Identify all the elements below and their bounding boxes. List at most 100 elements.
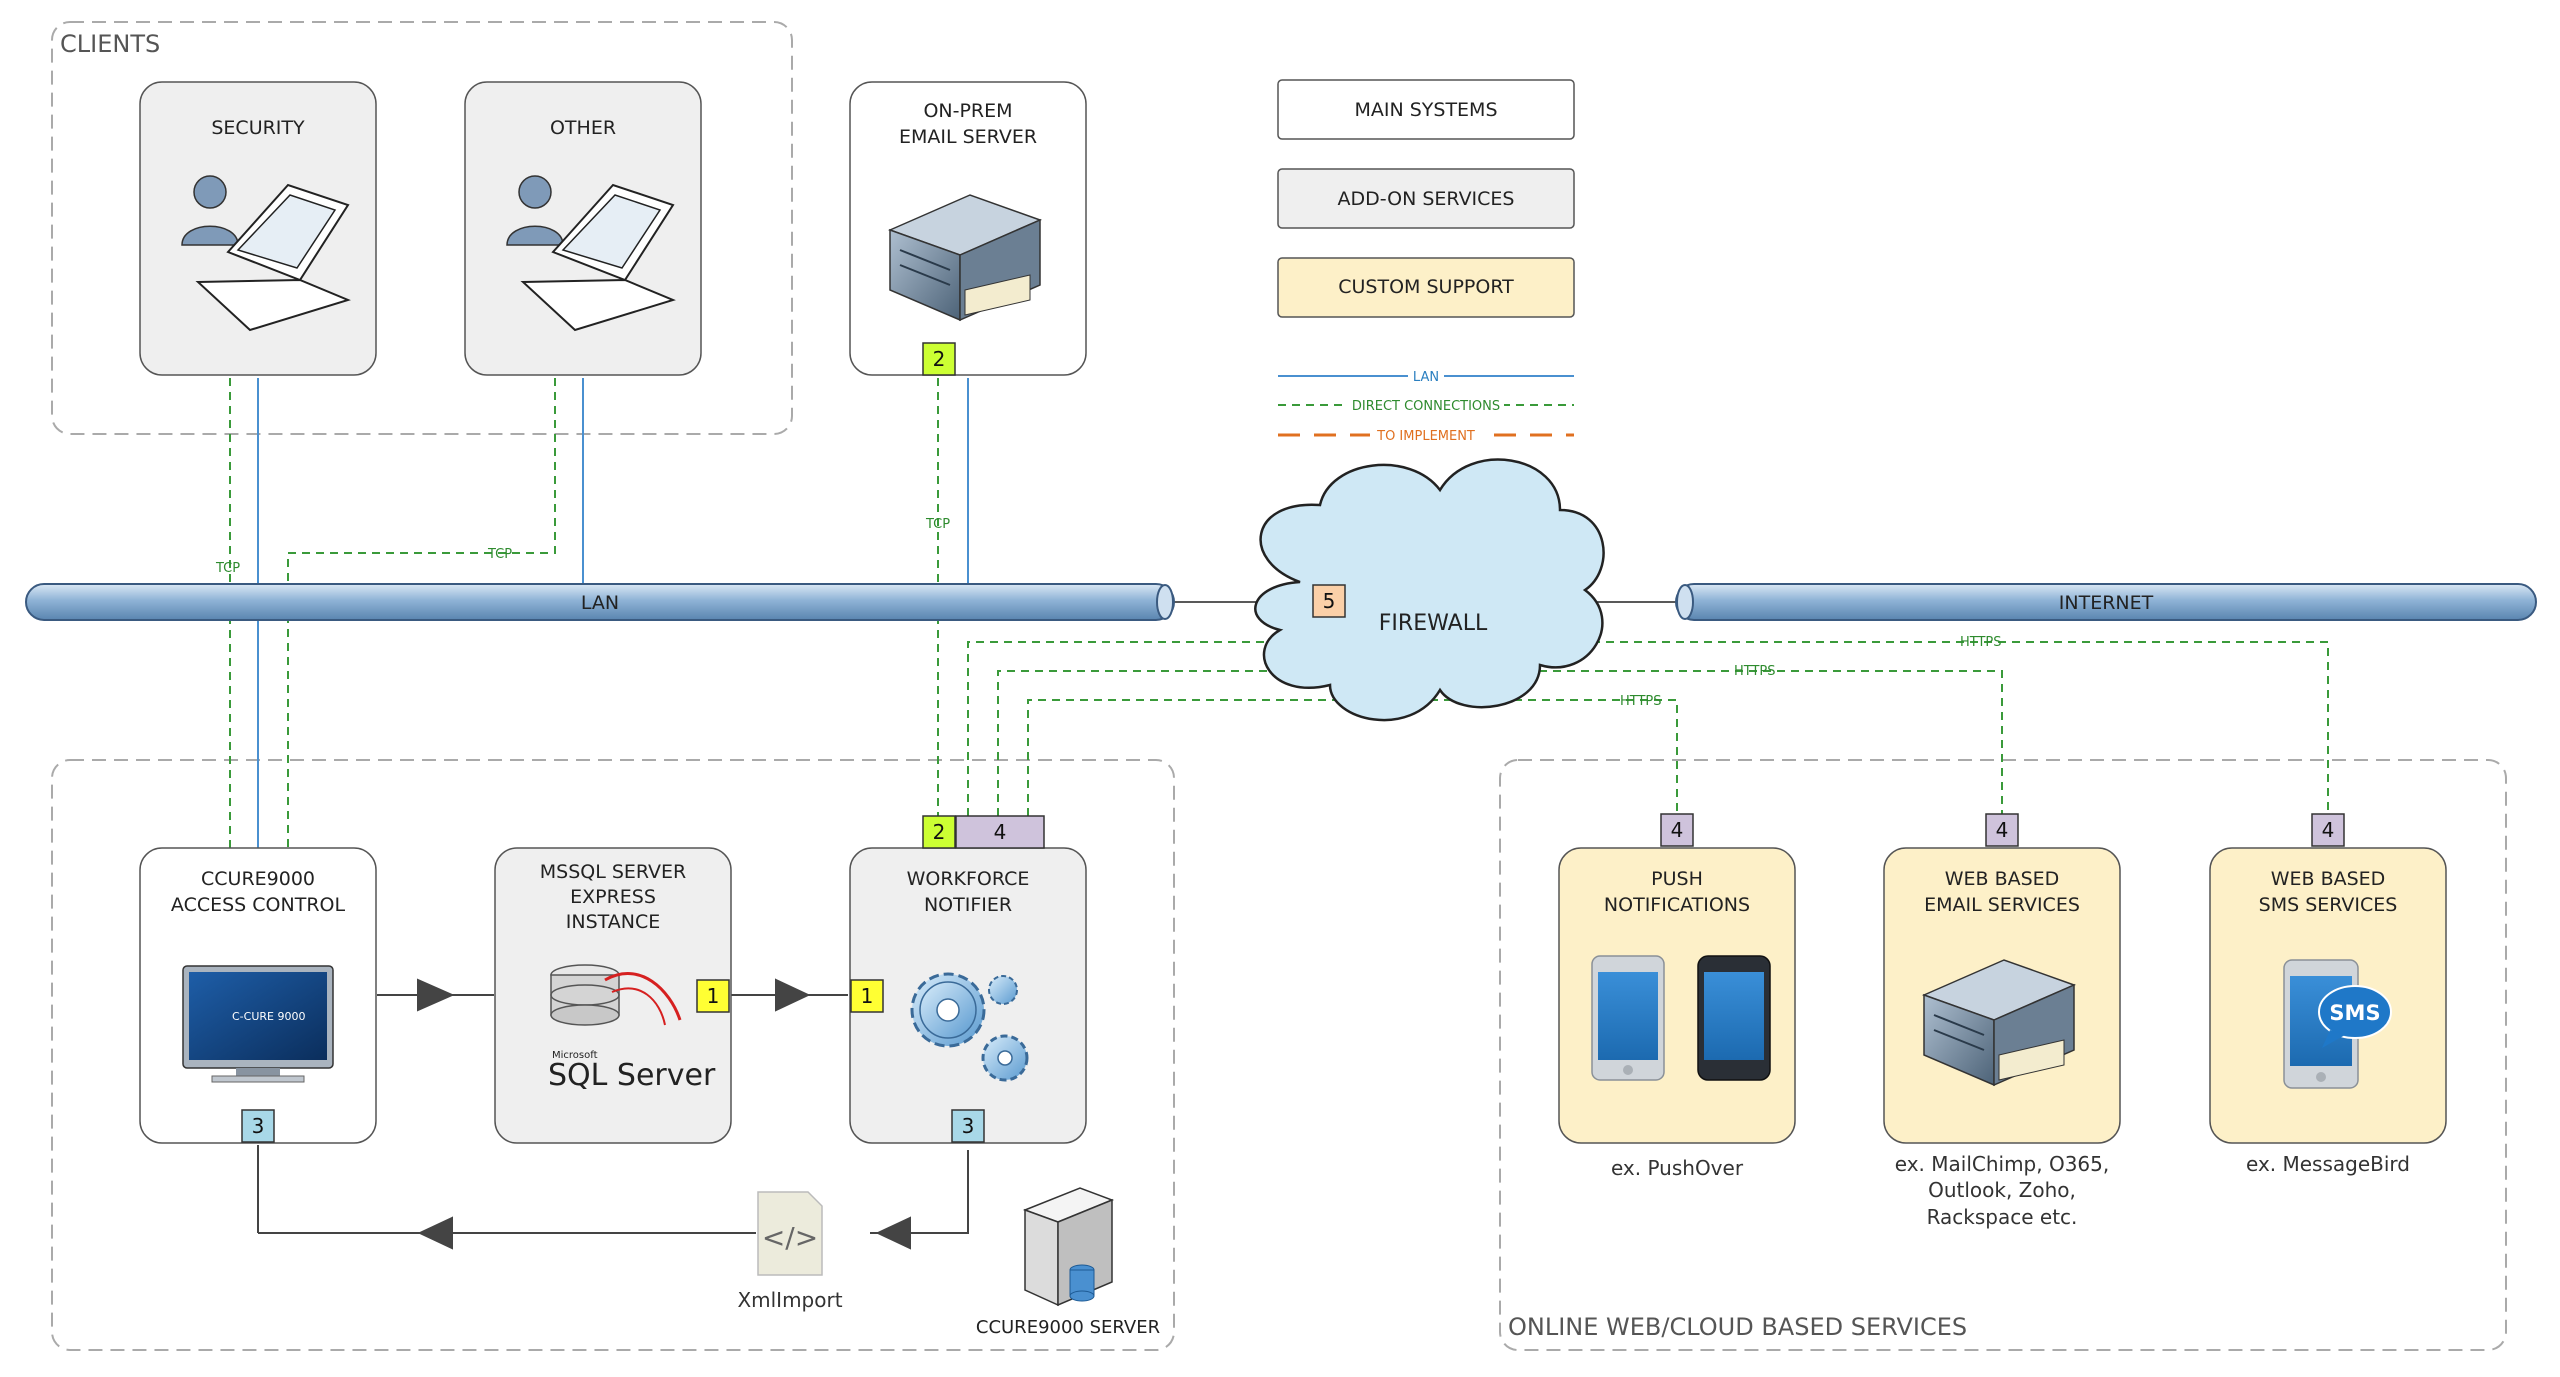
webemail-label-line2: EMAIL SERVICES [1924, 894, 2080, 916]
workforce-label-line2: NOTIFIER [924, 894, 1012, 916]
lan-pipe: LAN [25, 583, 1175, 621]
clients-group: CLIENTS [51, 21, 793, 435]
mssql-label-line1: MSSQL SERVER [540, 861, 687, 883]
internet-pipe-label: INTERNET [2059, 592, 2154, 614]
badge-3-ccure: 3 [241, 1109, 275, 1143]
firewall-label: FIREWALL [1379, 611, 1488, 636]
svg-text:4: 4 [994, 820, 1007, 844]
badge-2-workforce: 2 [922, 815, 956, 849]
legend-custom-label: CUSTOM SUPPORT [1338, 276, 1514, 298]
sms-bubble-text: SMS [2329, 1001, 2380, 1025]
ccure-access-control[interactable]: CCURE9000 ACCESS CONTROL C-CURE 9000 [139, 847, 377, 1144]
online-services-group-title: ONLINE WEB/CLOUD BASED SERVICES [1508, 1313, 1967, 1341]
ccure-server-label: CCURE9000 SERVER [976, 1317, 1160, 1338]
workforce-label-line1: WORKFORCE [907, 868, 1030, 890]
onprem-email-server[interactable]: ON-PREM EMAIL SERVER [849, 81, 1087, 376]
svg-text:5: 5 [1323, 589, 1336, 613]
svg-text:1: 1 [861, 984, 874, 1008]
badge-1-mssql: 1 [696, 979, 730, 1013]
push-notifications[interactable]: PUSH NOTIFICATIONS [1558, 847, 1796, 1144]
web-email-services[interactable]: WEB BASED EMAIL SERVICES [1883, 847, 2121, 1144]
xmlimport-label: XmlImport [737, 1288, 842, 1312]
mssql-label-line2: EXPRESS [570, 886, 656, 908]
legend: MAIN SYSTEMS ADD-ON SERVICES CUSTOM SUPP… [1277, 79, 1575, 444]
xml-import[interactable]: </> XmlImport [737, 1191, 843, 1312]
ccure-label-line2: ACCESS CONTROL [171, 894, 346, 916]
badge-4-email: 4 [1985, 813, 2019, 847]
monitor-icon: C-CURE 9000 [182, 965, 334, 1083]
onprem-label-line1: ON-PREM [923, 100, 1012, 122]
svg-text:1: 1 [707, 984, 720, 1008]
security-label: SECURITY [211, 117, 305, 139]
svg-text:3: 3 [252, 1114, 265, 1138]
legend-addon-label: ADD-ON SERVICES [1337, 188, 1514, 210]
legend-main-label: MAIN SYSTEMS [1354, 99, 1497, 121]
mssql-server[interactable]: MSSQL SERVER EXPRESS INSTANCE Microsoft … [494, 847, 732, 1144]
onprem-label-line2: EMAIL SERVER [899, 126, 1037, 148]
https-label-email: HTTPS [1734, 664, 1776, 679]
legend-custom-swatch [1277, 257, 1575, 318]
badge-4-workforce: 4 [955, 815, 1045, 849]
ccure-server-group [51, 759, 1175, 1351]
badges: 2 5 2 4 1 1 3 3 4 4 4 [241, 342, 2345, 1143]
tcp-label-security: TCP [215, 561, 240, 576]
badge-1-workforce: 1 [850, 979, 884, 1013]
badge-2-onprem: 2 [922, 342, 956, 376]
https-label-sms: HTTPS [1960, 635, 2002, 650]
sms-phone-icon: SMS [2283, 959, 2392, 1089]
tower-server-icon [1022, 1187, 1115, 1307]
websms-label-line1: WEB BASED [2271, 868, 2386, 890]
tcp-label-other: TCP [487, 547, 512, 562]
firewall-cloud: FIREWALL [1254, 458, 1605, 722]
smartphones-icon [1591, 955, 1771, 1081]
internet-pipe: INTERNET [1675, 583, 2537, 621]
sql-microsoft-text: Microsoft [552, 1050, 598, 1061]
user-laptop-icon [506, 175, 676, 332]
svg-text:4: 4 [1996, 818, 2009, 842]
security-client[interactable]: SECURITY [139, 81, 377, 376]
legend-implement-label: TO IMPLEMENT [1376, 429, 1475, 444]
ccure-server[interactable]: CCURE9000 SERVER [976, 1187, 1160, 1338]
other-client[interactable]: OTHER [464, 81, 702, 376]
svg-text:2: 2 [933, 347, 946, 371]
svg-text:4: 4 [1671, 818, 1684, 842]
email-example-line3: Rackspace etc. [1927, 1205, 2078, 1229]
push-label-line1: PUSH [1651, 868, 1703, 890]
clients-group-title: CLIENTS [60, 30, 160, 58]
ccure-label-line1: CCURE9000 [201, 868, 315, 890]
badge-3-workforce: 3 [951, 1109, 985, 1143]
svg-text:3: 3 [962, 1114, 975, 1138]
webemail-label-line1: WEB BASED [1945, 868, 2060, 890]
lan-pipe-label: LAN [581, 592, 619, 614]
server-icon [1921, 959, 2077, 1087]
svg-text:4: 4 [2322, 818, 2335, 842]
legend-main-swatch [1277, 79, 1575, 140]
legend-lan-label: LAN [1413, 370, 1439, 385]
workforce-notifier[interactable]: WORKFORCE NOTIFIER [849, 847, 1087, 1144]
badge-4-sms: 4 [2311, 813, 2345, 847]
tcp-label-email: TCP [925, 517, 950, 532]
legend-addon-swatch [1277, 168, 1575, 229]
ccure-screen-text: C-CURE 9000 [232, 1010, 305, 1023]
https-label-push: HTTPS [1620, 694, 1662, 709]
web-sms-services[interactable]: WEB BASED SMS SERVICES SMS [2209, 847, 2447, 1144]
email-example-line2: Outlook, Zoho, [1928, 1178, 2076, 1202]
code-icon: </> [762, 1221, 818, 1254]
gears-icon [910, 972, 1029, 1082]
badge-5-firewall: 5 [1312, 584, 1346, 618]
database-icon [550, 964, 682, 1026]
legend-direct-label: DIRECT CONNECTIONS [1352, 399, 1500, 414]
svg-text:2: 2 [933, 820, 946, 844]
email-example-line1: ex. MailChimp, O365, [1895, 1152, 2110, 1176]
data-flow-arrows [257, 978, 969, 1250]
push-example: ex. PushOver [1611, 1156, 1744, 1180]
sms-example: ex. MessageBird [2246, 1152, 2410, 1176]
push-label-line2: NOTIFICATIONS [1604, 894, 1750, 916]
sql-server-logo-text: SQL Server [548, 1058, 716, 1093]
user-laptop-icon [181, 175, 351, 332]
other-label: OTHER [550, 117, 616, 139]
mssql-label-line3: INSTANCE [566, 911, 661, 933]
server-icon [887, 194, 1043, 322]
websms-label-line2: SMS SERVICES [2259, 894, 2398, 916]
badge-4-push: 4 [1660, 813, 1694, 847]
